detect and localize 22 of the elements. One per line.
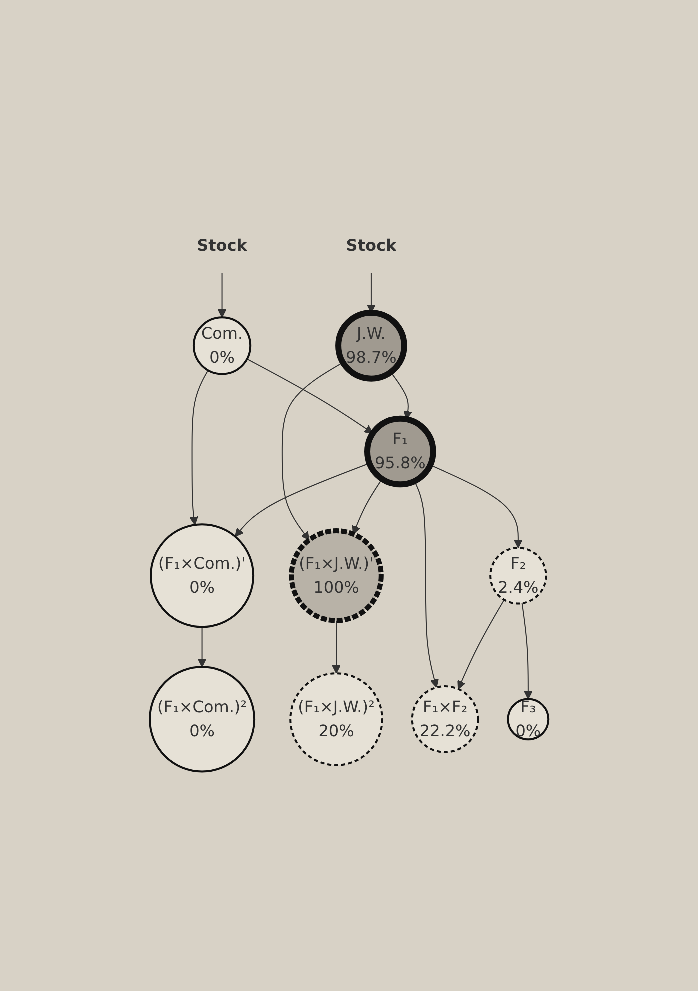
node-text: Stock bbox=[346, 236, 396, 256]
node-circle: (F₁×J.W.)² 20% bbox=[289, 672, 384, 766]
node-circle: F₃ 0% bbox=[506, 698, 550, 741]
node-circle: (F₁×Com.)' 0% bbox=[150, 524, 254, 628]
node-circle: (F₁×J.W.)' 100% bbox=[288, 528, 384, 624]
node-text: Stock bbox=[196, 236, 248, 256]
node-circle: F₁×F₂ 22.2% bbox=[411, 686, 479, 754]
node-circle: J.W. 98.7% bbox=[335, 310, 408, 382]
arrow bbox=[198, 626, 206, 668]
arrow bbox=[457, 600, 505, 690]
arrow bbox=[414, 481, 439, 688]
arrow bbox=[218, 272, 226, 318]
arrow bbox=[521, 603, 533, 700]
arrow bbox=[234, 463, 370, 538]
arrow bbox=[246, 358, 374, 434]
arrow bbox=[189, 370, 208, 526]
arrow bbox=[352, 478, 382, 535]
arrow bbox=[390, 372, 412, 420]
node-circle: F₂ 2.4% bbox=[489, 547, 547, 605]
node-circle: Com. 0% bbox=[192, 316, 252, 376]
node-circle: F₁ 95.8% bbox=[364, 416, 436, 488]
node-circle: (F₁×Com.)² 0% bbox=[148, 666, 256, 773]
